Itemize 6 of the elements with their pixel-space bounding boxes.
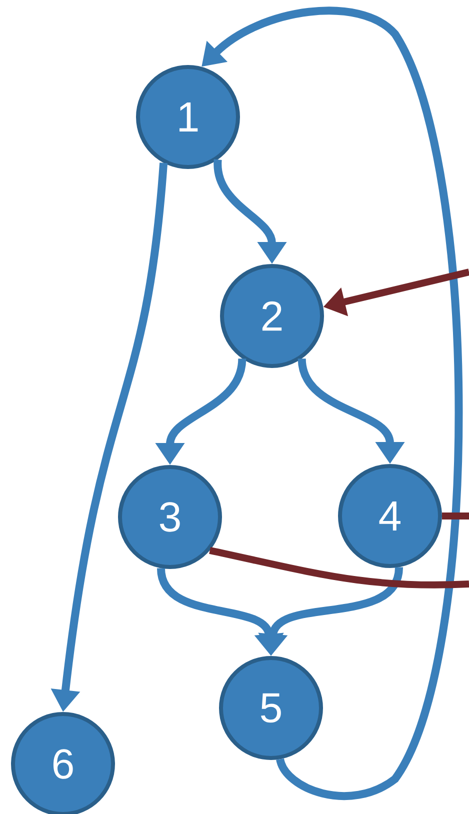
- circle-node: 4: [338, 464, 442, 568]
- circle-node: 2: [220, 264, 324, 368]
- circle-node: 1: [136, 65, 240, 169]
- circle-node: 3: [118, 465, 222, 569]
- circle-node: 6: [11, 712, 115, 814]
- circle-node: 5: [219, 656, 323, 760]
